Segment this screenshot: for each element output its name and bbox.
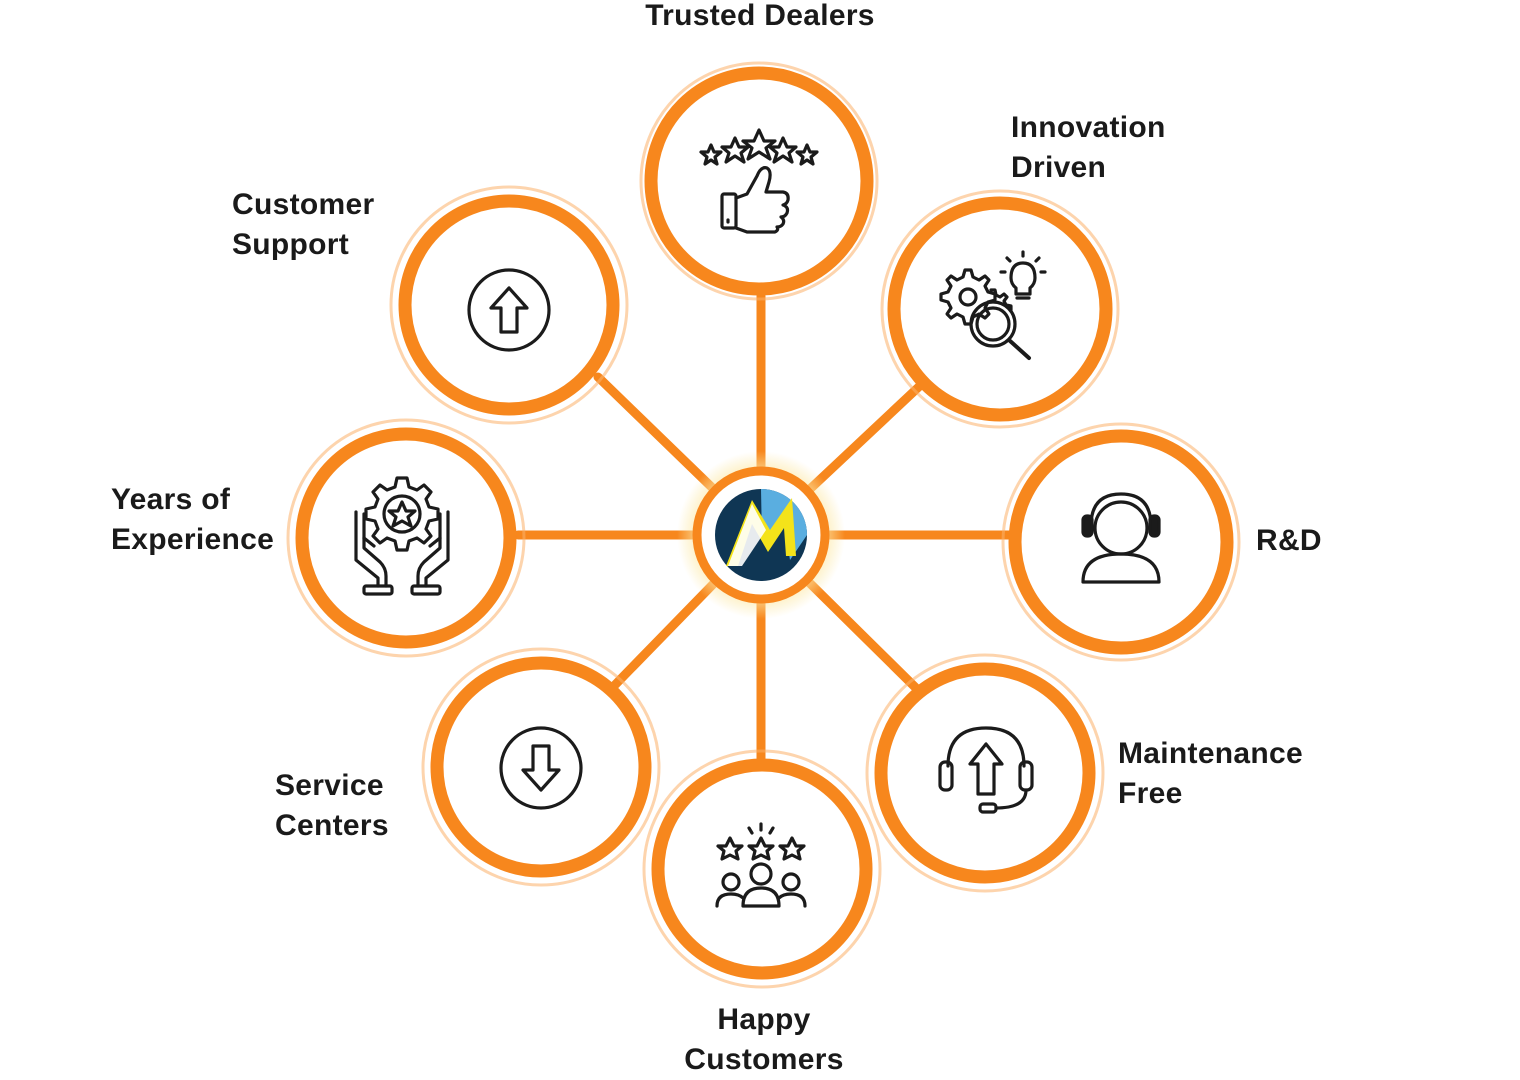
thumbs-up-stars-icon (699, 128, 819, 234)
label-customer-support: Customer Support (232, 188, 375, 261)
headset-user-icon (1081, 492, 1161, 584)
label-happy-customers: Happy Customers (684, 1003, 844, 1076)
label-maintenance-free: Maintenance Free (1118, 737, 1304, 810)
label-innovation-driven: Innovation Driven (1011, 111, 1166, 184)
node-innovation-driven (880, 189, 1120, 429)
node-trusted-dealers (639, 61, 879, 301)
node-happy-customers (642, 749, 882, 989)
label-trusted-dealers: Trusted Dealers (645, 0, 875, 32)
arrow-down-circle-icon (499, 726, 583, 810)
node-rnd (1001, 422, 1241, 662)
arrow-up-circle-icon (467, 268, 551, 352)
headset-upload-icon (938, 726, 1034, 814)
node-years-experience (286, 418, 526, 658)
hands-gear-star-icon (354, 476, 450, 596)
node-customer-support (389, 185, 629, 425)
node-service-centers (421, 647, 661, 887)
gears-bulb-magnifier-icon (939, 250, 1047, 360)
label-rnd: R&D (1256, 524, 1322, 557)
node-maintenance-free (865, 653, 1105, 893)
label-service-centers: Service Centers (275, 769, 389, 842)
center-hub (677, 451, 845, 619)
label-years-experience: Years of Experience (111, 483, 275, 556)
customers-stars-icon (715, 822, 807, 908)
brand-m-logo-icon (715, 489, 807, 581)
